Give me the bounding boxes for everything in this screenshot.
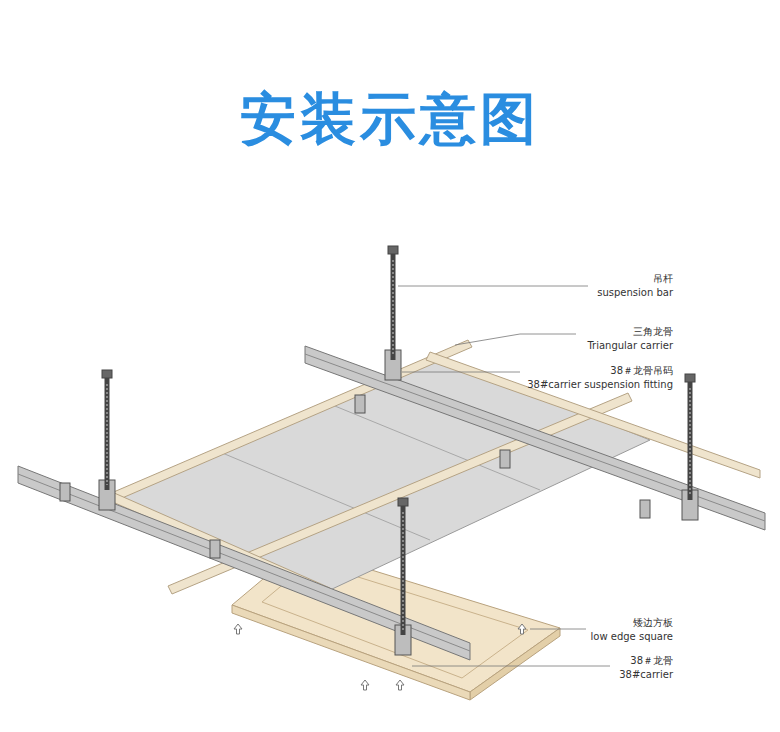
part-name-en: 38#carrier [619,668,673,681]
suspension-fittings [60,350,698,655]
part-name-en: low edge square [591,630,674,643]
suspension-rods [102,246,695,635]
part-name: 38＃龙骨 [630,654,673,667]
page-title: 安装示意图 [0,82,780,158]
part-name-en: suspension bar [597,286,673,299]
carrier-channels [18,346,765,660]
triangular-carriers [95,340,760,596]
part-name: 38＃龙骨吊码 [610,364,673,377]
up-arrows [234,624,526,690]
part-name-en: Triangular carrier [587,339,673,352]
part-name: 矮边方板 [633,616,673,629]
part-name: 三角龙骨 [633,325,673,338]
part-name: 吊杆 [653,272,673,285]
leader-lines [398,286,610,666]
part-name-en: 38#carrier suspension fitting [527,378,673,391]
